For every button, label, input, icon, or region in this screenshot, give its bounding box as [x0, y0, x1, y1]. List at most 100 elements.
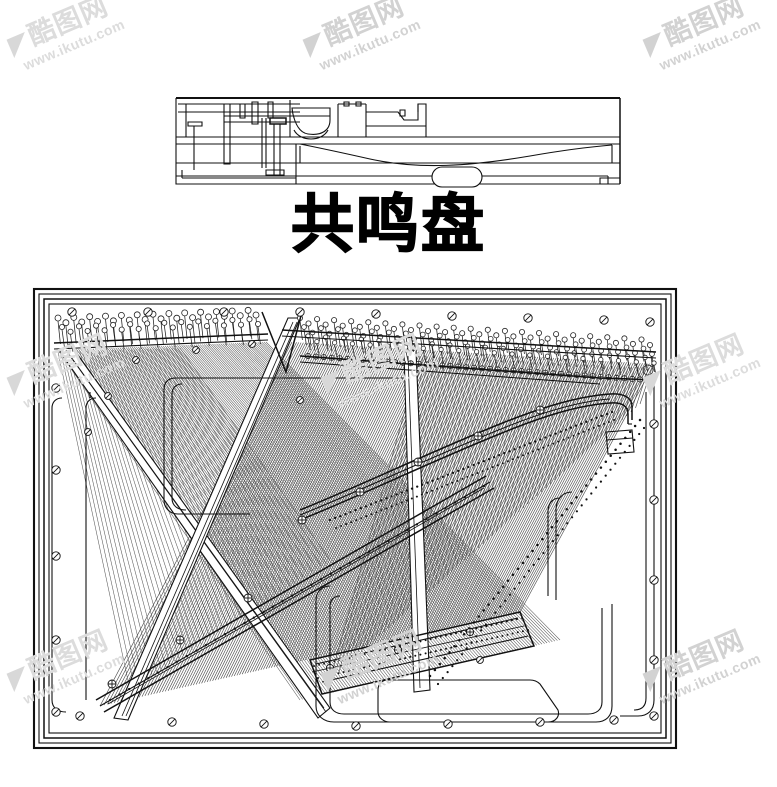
bridge-pin	[532, 563, 535, 567]
tuning-pin-shank	[467, 348, 471, 361]
bridge-pin	[562, 438, 565, 441]
side-section-view	[175, 96, 621, 188]
bridge-pin	[358, 556, 361, 559]
plate-screw-slot	[220, 308, 228, 316]
tuning-pin-shank	[97, 324, 101, 348]
bridge-pin	[567, 436, 570, 439]
plate-screw-slot	[260, 720, 268, 728]
tuning-pin-shank	[573, 355, 577, 367]
tuning-pin-shank	[493, 354, 498, 367]
plate-screw-slot	[352, 722, 360, 730]
bridge-pin	[604, 474, 607, 477]
bridge-pin	[614, 462, 617, 465]
tuning-pin	[110, 321, 117, 328]
plate-screw-slot	[650, 420, 658, 428]
bridge-pin	[355, 519, 358, 522]
tuning-pin-shank	[104, 332, 108, 351]
bridge-pin	[368, 665, 371, 668]
tuning-pin	[598, 356, 604, 363]
bridge-pin	[462, 467, 465, 471]
bridge-pin	[147, 676, 150, 680]
tuning-pin	[536, 329, 543, 336]
bridge-pin	[415, 523, 419, 526]
bridge-pin	[429, 651, 432, 654]
bridge-pin	[561, 528, 564, 531]
bridge-pin	[642, 426, 646, 430]
bridge-pin	[383, 661, 386, 664]
tuning-pin	[228, 307, 236, 315]
bridge-pin	[395, 503, 398, 506]
tuning-pin-shank	[582, 360, 586, 373]
bridge-pin	[389, 647, 392, 650]
tuning-pin-shank	[635, 364, 640, 376]
bridge-pin	[633, 424, 637, 428]
bridge-pin	[610, 410, 614, 414]
tuning-pin-shank	[449, 347, 453, 360]
bridge-pin	[503, 452, 506, 455]
tuning-pin-shank	[653, 365, 657, 378]
tuning-pin-shank	[387, 348, 391, 361]
tuning-pin-shank	[307, 338, 311, 351]
bridge-pin	[128, 687, 131, 691]
bridge-pin	[592, 426, 595, 429]
bridge-pin	[585, 420, 588, 423]
bridge-pin	[385, 497, 388, 500]
tuning-pin	[447, 342, 453, 348]
tuning-pin	[484, 326, 491, 333]
tuning-pin	[416, 322, 423, 329]
bridge-pin	[395, 493, 398, 496]
tuning-pin	[161, 319, 168, 326]
bridge-pin	[628, 444, 631, 447]
tuning-pin	[621, 335, 628, 342]
bridge-pin	[486, 638, 488, 641]
bridge-pin	[431, 489, 433, 492]
bridge-pin	[358, 654, 361, 657]
tuning-pin	[436, 332, 443, 339]
tuning-pin	[561, 336, 568, 343]
bridge-pin	[501, 462, 504, 465]
tuning-pin	[314, 316, 321, 323]
tuning-pin-shank	[172, 330, 176, 348]
bridge-pin	[375, 511, 378, 514]
bridge-pin	[400, 491, 403, 494]
tuning-pin	[86, 313, 94, 321]
bridge-pin	[577, 432, 580, 435]
tuning-pin-shank	[240, 327, 244, 345]
bridge-pin	[214, 638, 217, 641]
bridge-pin	[522, 454, 524, 457]
bridge-pin	[496, 636, 499, 638]
tuning-pin	[407, 326, 414, 333]
tuning-pin-shank	[208, 319, 212, 343]
bridge-pin	[521, 630, 524, 633]
bridge-pin	[319, 578, 323, 581]
plate-screw-slot	[650, 576, 658, 584]
plate-screw-slot	[372, 310, 380, 318]
tuning-pin	[403, 330, 409, 337]
tuning-pin	[638, 336, 645, 343]
bridge-pin	[451, 665, 454, 668]
bridge-pin	[518, 581, 521, 584]
tuning-pin-shank	[529, 357, 533, 370]
bridge-pin	[618, 456, 622, 459]
tuning-pin	[352, 327, 358, 334]
bridge-pin	[369, 503, 373, 506]
bridge-pin	[329, 572, 332, 575]
bridge-pin	[506, 633, 509, 636]
bridge-pin	[590, 418, 593, 422]
bridge-pin	[436, 682, 440, 686]
bridge-pin	[462, 633, 466, 636]
tuning-pin	[570, 332, 577, 339]
tuning-pin	[459, 330, 466, 337]
plate-screw-slot	[133, 357, 139, 363]
bridge-pin	[444, 506, 447, 510]
tuning-pin	[101, 327, 108, 334]
tuning-pin	[348, 318, 355, 325]
bridge-pin	[166, 665, 169, 669]
bridge-pin	[455, 632, 457, 635]
bridge-pin	[505, 620, 508, 623]
bridge-pin	[420, 493, 423, 496]
bridge-pin	[572, 434, 575, 437]
bridge-pin	[456, 659, 459, 662]
tuning-pin	[331, 317, 338, 324]
bridge-pin	[451, 481, 454, 484]
